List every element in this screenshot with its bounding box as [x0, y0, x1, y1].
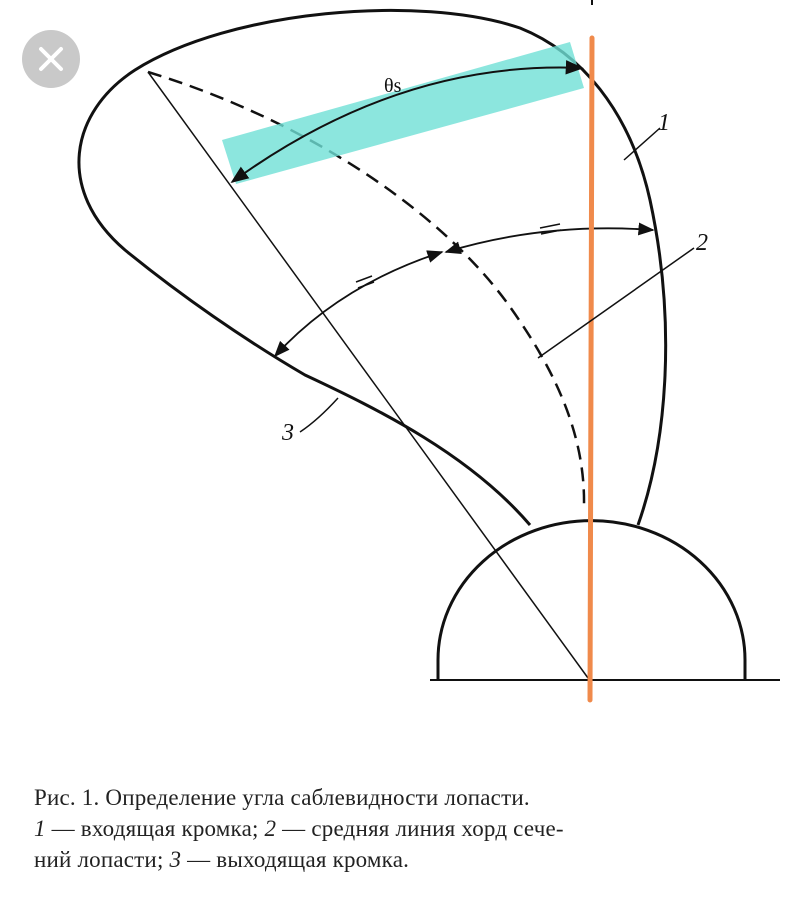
chord-line: [147, 71, 589, 679]
vertical-marker: [587, 35, 595, 703]
label-1: 1: [658, 110, 670, 136]
lower-equal-arc: [273, 250, 444, 358]
caption-text-3b: — выходящая кромка.: [181, 847, 410, 872]
upper-equal-arc: [444, 222, 655, 254]
caption-text-1: — входящая кромка;: [45, 816, 265, 841]
caption-num-2: 2: [264, 816, 277, 841]
highlight-band: [222, 42, 584, 184]
theta-label: θs: [384, 75, 402, 97]
tick: [355, 275, 373, 283]
theta-arc: [230, 60, 584, 184]
close-icon: [39, 47, 63, 71]
label-3: 3: [281, 420, 294, 446]
tick: [540, 229, 562, 235]
tick: [539, 223, 561, 229]
label-2: 2: [696, 230, 708, 256]
leader-1: [623, 127, 661, 161]
tick: [357, 281, 375, 289]
caption-line-2: 1 — входящая кромка; 2 — средняя линия х…: [34, 813, 782, 844]
blade-outline: [77, 8, 668, 526]
caption-line-1: Рис. 1. Определение угла саблевидности л…: [34, 785, 530, 810]
close-button[interactable]: [22, 30, 80, 88]
leader-2: [537, 247, 695, 359]
mid-chord-dashed-line: [147, 70, 586, 506]
leader-3: [299, 397, 339, 433]
figure-caption: Рис. 1. Определение угла саблевидности л…: [34, 782, 782, 875]
caption-num-1: 1: [34, 816, 46, 841]
blade-diagram: θs 1 2 3: [77, 0, 780, 703]
caption-text-2: — средняя линия хорд сече-: [276, 816, 564, 841]
caption-text-3a: ний лопасти;: [34, 847, 170, 872]
caption-line-3: ний лопасти; 3 — выходящая кромка.: [34, 844, 782, 875]
caption-num-3: 3: [169, 847, 182, 872]
